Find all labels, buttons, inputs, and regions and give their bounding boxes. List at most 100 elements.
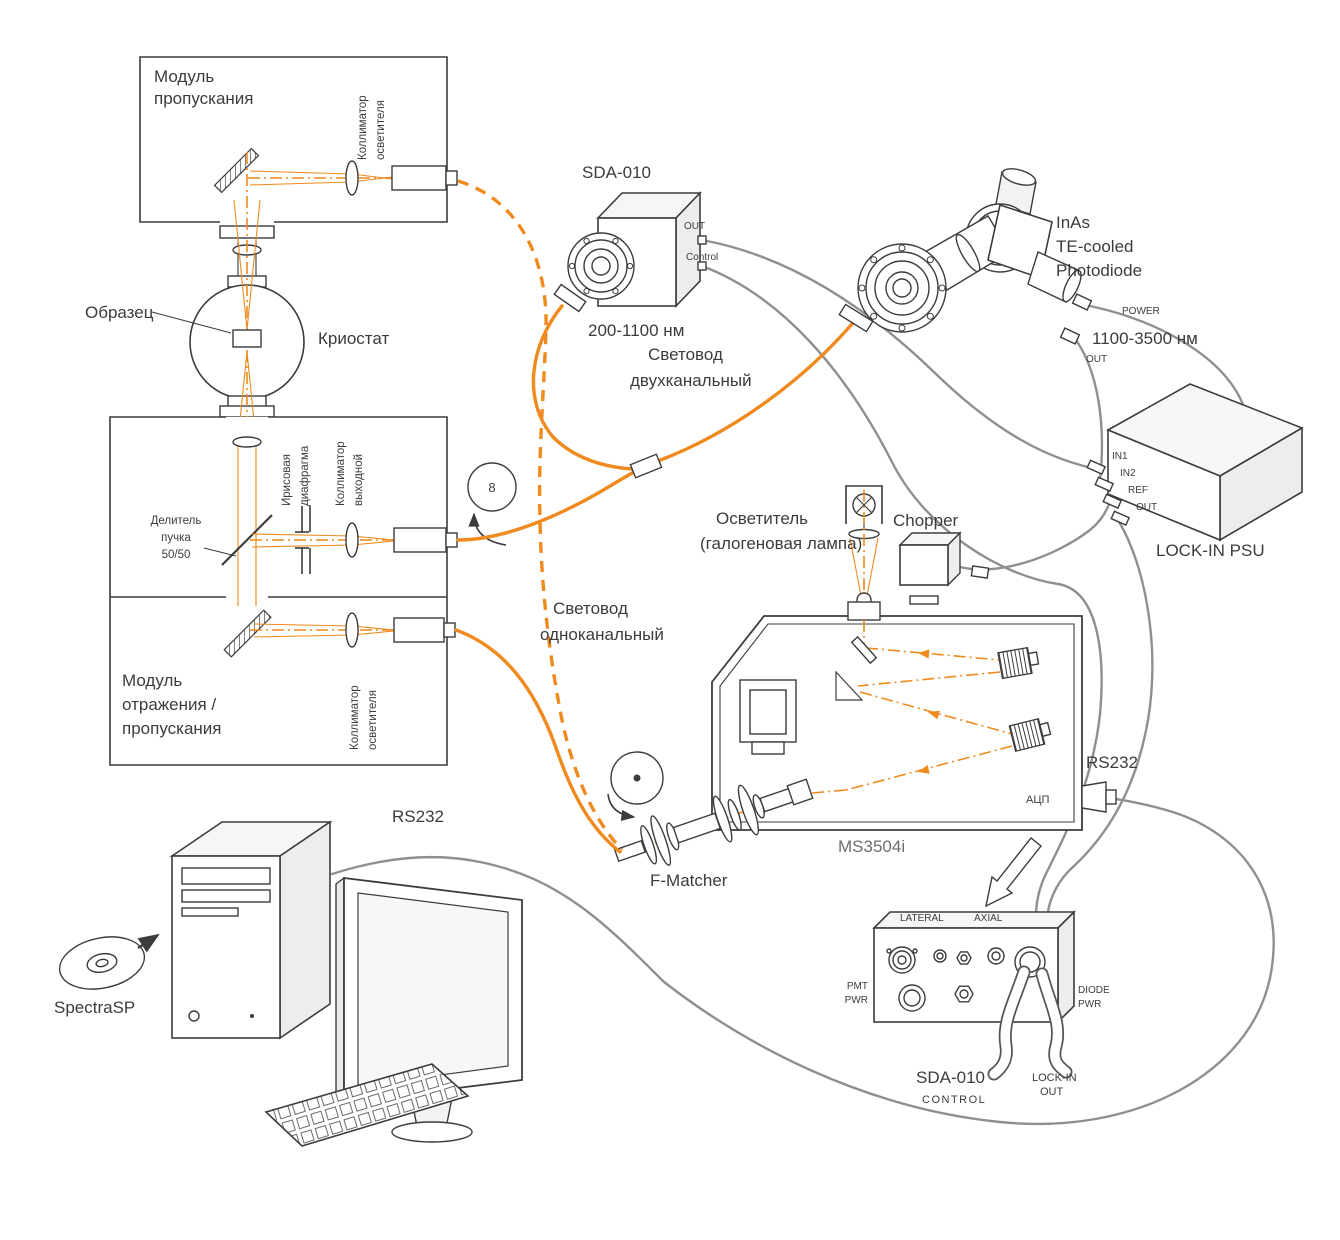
computer [58,820,523,1147]
panel-subtitle: CONTROL [922,1094,986,1106]
lockin-in1-label: IN1 [1112,451,1128,462]
sample-leader-line [151,311,232,334]
lockin-title: LOCK-IN PSU [1156,541,1265,560]
lockin-ref-label: REF [1128,485,1148,496]
lockin-out-label: OUT [1136,502,1157,513]
wire-lockin-out-to-panel [1046,518,1154,914]
fiber-junction-ferrule [629,453,663,479]
grating-2 [1008,717,1052,753]
grating-1 [997,646,1040,680]
inas-photodiode [857,168,1093,345]
chopper-unit [898,531,962,605]
wire-photodiode-out-to-lockin-in2 [1074,338,1104,482]
fiber-single-label-1: Световод [553,599,628,618]
detail-arrow-icon [985,837,1042,908]
in1-connector [1086,459,1107,476]
collimator-illum-top-label-2: осветителя [375,100,387,160]
lockin-psu [1086,383,1304,542]
pc-tower [169,820,333,1040]
fiber-single-channel [454,628,622,854]
signal-wires [330,238,1275,1126]
inas-label-3: Photodiode [1056,261,1142,280]
reflection-module-label-3: пропускания [122,719,222,738]
out-connector [1110,510,1131,527]
beam-arrows [918,649,940,774]
illuminator-label-1: Осветитель [716,509,808,528]
iris-icon [295,506,311,574]
control-connector [697,261,707,271]
inas-out-label: OUT [1086,354,1107,365]
reflection-module-label-1: Модуль [122,671,182,690]
mirror-icon [223,609,272,658]
led [250,1014,254,1018]
drive-bay [181,889,271,903]
collimator-illum-top-label-1: Коллиматор [357,95,369,160]
in2-connector [1094,476,1115,493]
monitor-base [391,1121,473,1143]
port-number-label: 8 [488,480,495,495]
panel-lockin-out-label-2: OUT [1040,1086,1064,1098]
wire-sda-control-to-panel [700,264,1103,918]
beam-splitter-label-3: 50/50 [162,549,191,561]
floppy-slot [181,907,239,917]
power-button [188,1010,200,1022]
lockin-out-cables [987,965,1073,1081]
panel-diode-label-1: DIODE [1078,985,1110,996]
fiber-dual-label-1: Световод [648,345,723,364]
fold-mirror-icon [850,635,878,665]
monitor-screen [357,892,509,1087]
illuminator-collimator-tube [393,617,445,643]
sda010-title: SDA-010 [582,163,651,182]
lockin-in2-label: IN2 [1120,468,1136,479]
collimator-out-label-2: выходной [353,454,365,506]
illuminator-label-2: (галогеновая лампа) [700,534,862,553]
beam-splitter-label-1: Делитель [151,515,202,527]
sda010-control-label: Control [686,252,718,263]
collimator-out-label-1: Коллиматор [335,441,347,506]
labels-layer: Модуль пропускания Коллиматор осветителя… [54,67,1265,1106]
lens-icon [345,160,359,196]
fmatcher-label: F-Matcher [650,871,728,890]
sda010-control-panel [872,910,1076,1081]
sda010-detector [567,191,707,308]
fiber-dual-branch-sda [531,304,634,471]
fiber-transmission-dashed [457,179,624,852]
spectrasp-label: SpectraSP [54,998,135,1017]
inas-range-label: 1100-3500 нм [1092,329,1198,348]
cryostat-label: Криостат [318,329,389,348]
transmission-module-label-2: пропускания [154,89,254,108]
fiber-dual-to-photodiode [656,322,854,463]
panel-axial-label: AXIAL [974,913,1003,924]
rotate-arrow-icon [607,793,636,821]
output-collimator-tube [393,527,447,553]
fiber-port [445,170,458,186]
panel-pmt-label-2: PWR [845,995,868,1006]
collimator-tube [391,165,447,191]
inas-power-label: POWER [1122,306,1160,317]
cd-insert-arrow [137,933,160,953]
wire-rs232-pc-to-mono [330,796,1275,1126]
fiber-ferrule [553,283,587,313]
beam-splitter-icon [221,514,273,566]
inline-connector [970,565,990,579]
wire-chopper-to-lockin-ref [954,502,1111,571]
fiber-ferrule [838,303,874,333]
fiber-dual-label-2: двухканальный [630,371,752,390]
monochromator-ms3504i [711,601,1117,908]
panel-diode-label-2: PWR [1078,999,1101,1010]
iris-label-1: Ирисовая [281,454,293,506]
panel-lockin-out-label-1: LOCK-IN [1032,1072,1077,1084]
sample-label: Образец [85,303,154,322]
power-connector [1071,293,1093,311]
mono-adc-label: АЦП [1026,794,1049,806]
iris-label-2: диафрагма [299,445,311,506]
entrance-port [847,601,881,621]
sample-holder [232,329,262,348]
pc-monitor [335,876,523,1143]
optical-fibers [454,179,874,854]
cd-drive-bay [181,867,271,885]
lens-icon [345,612,359,648]
collimator-illum-bottom-label-2: осветителя [367,690,379,750]
f-matcher [607,751,814,866]
